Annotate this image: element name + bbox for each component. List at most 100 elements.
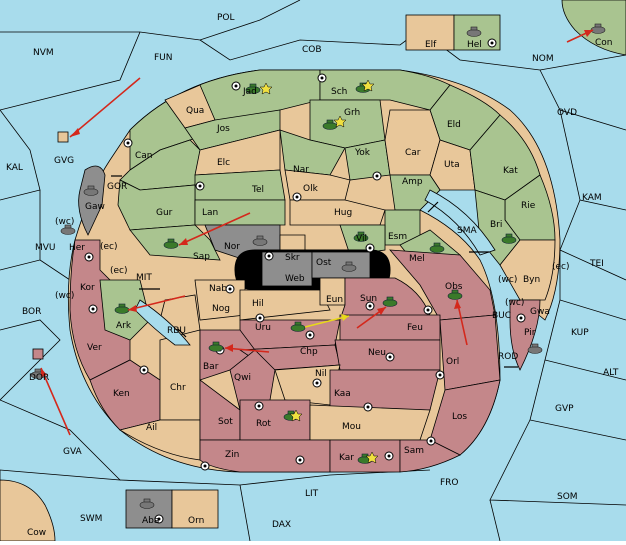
province-labels: POL COB NVM FUN NOM OVD KAL KAM TEI MVU …	[6, 13, 619, 538]
label-ec2: (ec)	[110, 266, 128, 276]
label-eld: Eld	[447, 120, 461, 130]
province-tel[interactable]	[194, 169, 286, 201]
label-wc1: (wc)	[55, 217, 74, 227]
label-nvm: NVM	[33, 48, 54, 58]
label-elf: Elf	[425, 40, 437, 50]
label-eun: Eun	[326, 295, 343, 305]
label-ovd: OVD	[557, 108, 577, 118]
province-nar[interactable]	[279, 129, 346, 176]
label-aba: Aba	[142, 516, 159, 526]
province-gaw[interactable]	[78, 165, 106, 236]
province-zin[interactable]	[199, 439, 331, 473]
star-markers	[259, 79, 379, 464]
label-mit: MIT	[136, 273, 152, 283]
label-can: Can	[135, 151, 153, 161]
label-sch: Sch	[331, 87, 347, 97]
label-gur: Gur	[156, 208, 173, 218]
label-web: Web	[285, 274, 305, 284]
label-car: Car	[405, 148, 421, 158]
label-ost: Ost	[316, 258, 332, 268]
label-obs: Obs	[445, 282, 463, 292]
label-lan: Lan	[202, 208, 218, 218]
label-swm: SWM	[80, 514, 102, 524]
label-nom: NOM	[532, 54, 554, 64]
label-rie: Rie	[521, 201, 536, 211]
label-hil: Hil	[252, 299, 264, 309]
label-skr: Skr	[285, 253, 300, 263]
label-neu: Neu	[368, 348, 386, 358]
label-vil: Vil	[356, 234, 367, 244]
label-jos: Jos	[216, 124, 230, 134]
province-byn[interactable]	[499, 239, 556, 301]
label-amp: Amp	[402, 177, 423, 187]
label-buc: BUC	[492, 311, 511, 321]
label-hel: Hel	[467, 40, 482, 50]
label-jad: Jad	[242, 87, 257, 97]
label-ken: Ken	[113, 389, 130, 399]
label-qua: Qua	[186, 106, 204, 116]
label-ver: Ver	[87, 343, 102, 353]
province-hel[interactable]	[453, 14, 501, 51]
label-ec3: (ec)	[552, 262, 570, 272]
label-gvp: GVP	[555, 404, 574, 414]
province-sam[interactable]	[399, 439, 461, 473]
label-cob: COB	[302, 45, 322, 55]
province-olk[interactable]	[284, 169, 351, 201]
province-jos[interactable]	[184, 109, 281, 151]
label-gwa: Gwa	[530, 307, 550, 317]
province-orn[interactable]	[171, 489, 219, 529]
label-lit: LIT	[305, 489, 319, 499]
label-kat: Kat	[503, 166, 518, 176]
province-aba[interactable]	[125, 489, 173, 529]
label-bor: BOR	[22, 307, 41, 317]
province-dor[interactable]	[32, 348, 44, 360]
label-rot: Rot	[256, 419, 271, 429]
label-orn: Orn	[188, 516, 204, 526]
label-zin: Zin	[225, 450, 239, 460]
label-sap: Sap	[193, 252, 210, 262]
label-cow: Cow	[27, 528, 46, 538]
label-alt: ALT	[603, 368, 619, 378]
province-lan[interactable]	[194, 199, 286, 226]
province-ost[interactable]	[311, 251, 371, 279]
label-uru: Uru	[255, 323, 271, 333]
label-mou: Mou	[342, 422, 361, 432]
sea-rbu-channel[interactable]	[134, 299, 191, 346]
label-nog: Nog	[212, 304, 230, 314]
label-wc4: (wc)	[505, 298, 524, 308]
label-kal: KAL	[6, 163, 23, 173]
label-qwi: Qwi	[234, 373, 251, 383]
label-gvg: GVG	[54, 156, 74, 166]
label-sam: Sam	[404, 446, 424, 456]
province-elf[interactable]	[405, 14, 455, 51]
province-hil[interactable]	[239, 289, 331, 321]
province-feu[interactable]	[339, 314, 441, 341]
province-gvg[interactable]	[57, 131, 69, 143]
label-tel: Tel	[251, 185, 264, 195]
label-esm: Esm	[388, 232, 407, 242]
province-cow[interactable]	[0, 479, 56, 542]
label-nab: Nab	[209, 284, 227, 294]
province-orl[interactable]	[439, 314, 501, 391]
province-uta[interactable]	[429, 139, 476, 191]
province-hug[interactable]	[289, 199, 386, 226]
passage-markers	[111, 175, 518, 368]
label-fun: FUN	[154, 53, 173, 63]
label-her: Her	[69, 243, 85, 253]
label-sot: Sot	[218, 417, 233, 427]
label-rbu: RBU	[167, 326, 186, 336]
label-dax: DAX	[272, 520, 291, 530]
province-car[interactable]	[384, 109, 441, 176]
label-sma: SMA	[457, 226, 477, 236]
label-kup: KUP	[571, 328, 589, 338]
label-nar: Nar	[293, 165, 309, 175]
label-orl: Orl	[446, 357, 459, 367]
label-byn: Byn	[523, 275, 540, 285]
label-gor: GOR	[107, 182, 127, 192]
label-kar: Kar	[339, 453, 354, 463]
label-sun: Sun	[360, 294, 377, 304]
label-wc3: (wc)	[55, 291, 74, 301]
supply-centers	[84, 38, 526, 524]
order-arrows	[40, 29, 594, 436]
